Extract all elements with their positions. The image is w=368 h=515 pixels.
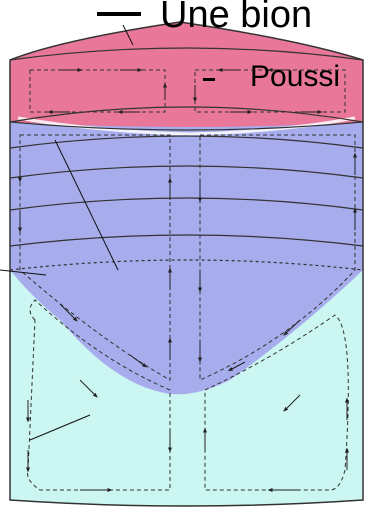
circulation-loops (19, 69, 356, 491)
upper-zone (10, 22, 363, 127)
vessel-outline (9, 21, 364, 507)
flow-arrows (18, 68, 357, 492)
interface-upper (17, 116, 356, 136)
label-top: Une bion (160, 0, 313, 36)
dash-marker-top (97, 12, 141, 16)
label-middle: Poussi (250, 60, 341, 93)
middle-zone (10, 122, 363, 395)
leader-lines (0, 24, 134, 441)
dash-marker-middle (203, 78, 215, 81)
